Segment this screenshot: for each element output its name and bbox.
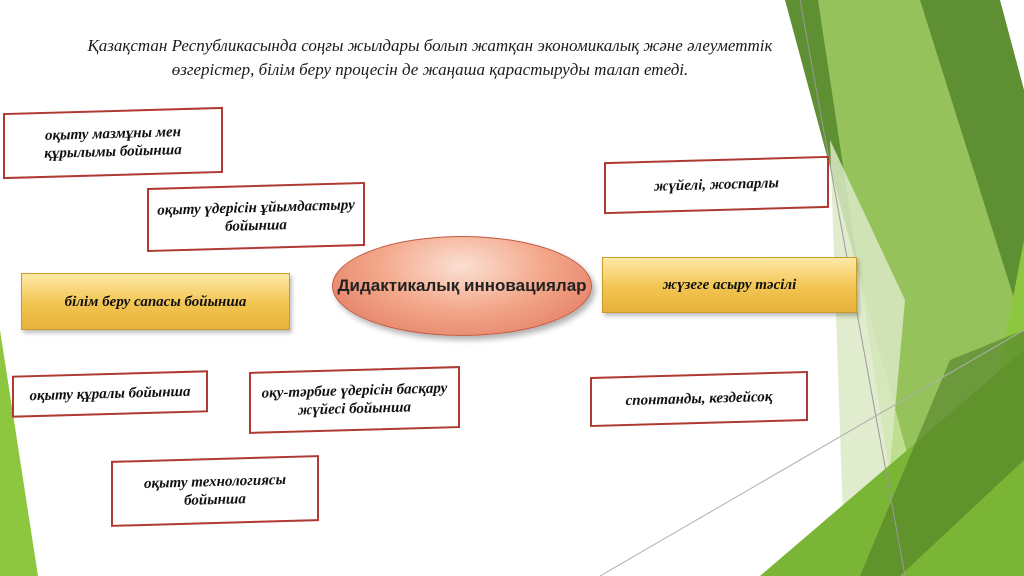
node-spontaneous: спонтанды, кездейсоқ	[590, 370, 808, 428]
node-implementation-method: жүзеге асыру тәсілі	[602, 257, 857, 313]
node-management-system: оқу-тәрбие үдерісін басқару жүйесі бойын…	[249, 366, 460, 434]
slide-title: Қазақстан Республикасында соңғы жылдары …	[87, 36, 773, 79]
left-green-shard	[0, 330, 38, 576]
node-process-organization: оқыту үдерісін ұйымдастыру бойынша	[147, 181, 365, 253]
node-content-structure: оқыту мазмұны мен құрылымы бойынша	[3, 106, 223, 180]
bottom-dark-wedge	[860, 330, 1024, 576]
node-teaching-technology: оқыту технологиясы бойынша	[111, 455, 319, 527]
central-ellipse: Дидактикалық инновациялар	[332, 236, 592, 336]
decorative-line-2	[599, 329, 1024, 576]
node-teaching-means: оқыту құралы бойынша	[12, 370, 208, 418]
node-systematic: жүйелі, жоспарлы	[604, 155, 829, 215]
node-education-quality: білім беру сапасы бойынша	[21, 273, 290, 330]
right-pale-shard	[830, 140, 905, 576]
